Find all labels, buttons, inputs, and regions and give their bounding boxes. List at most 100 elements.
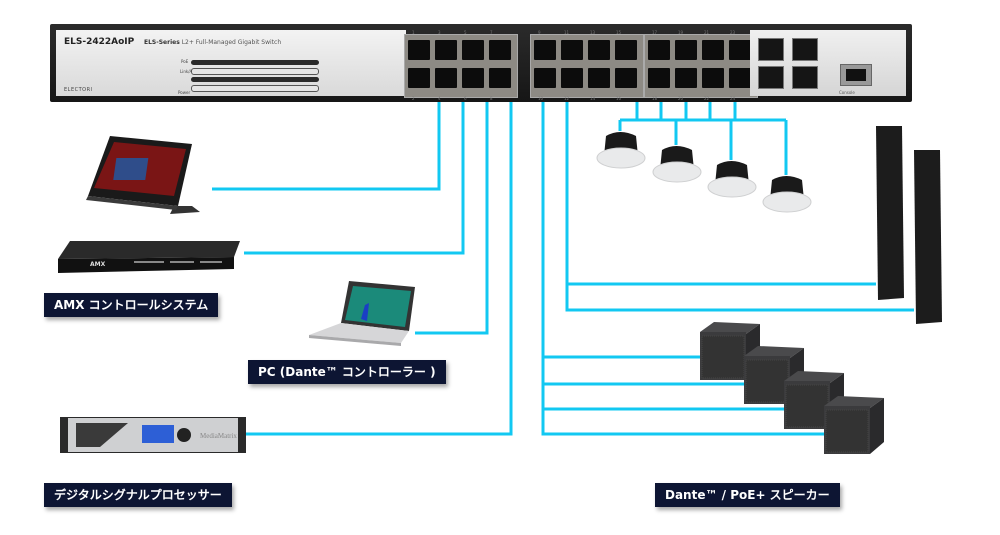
link-led-row (191, 68, 319, 75)
cube-grille (745, 359, 789, 403)
touch-panel-device (86, 136, 200, 214)
laptop-base-edge (309, 335, 401, 346)
port-number: 20 (678, 96, 684, 101)
led-label-poe: PoE (181, 59, 189, 64)
rj45-port (675, 68, 697, 88)
sfp-port (758, 66, 784, 89)
dsp-brand: MediaMatrix (200, 432, 237, 440)
rj45-port (561, 40, 583, 60)
dsp-knob (177, 428, 191, 442)
port-number: 11 (564, 30, 570, 35)
console-port (840, 64, 872, 86)
laptop-screen-peacock (361, 303, 369, 321)
rj45-port (675, 40, 697, 60)
rj45-port (729, 68, 751, 88)
port-number: 23 (730, 30, 736, 35)
cube-top (744, 346, 804, 358)
rj45-port (702, 40, 724, 60)
cable-dsp (246, 102, 513, 436)
port-number: 14 (590, 96, 596, 101)
cube-grille (785, 384, 829, 428)
pc-dante-controller-label: PC (Dante™ コントローラー ) (248, 360, 446, 384)
cable-cube-4 (541, 409, 825, 436)
column-speaker-1 (876, 126, 904, 300)
cube-speaker (744, 346, 804, 404)
switch-front-panel: ELS-2422AoIP ELS-Series L2+ Full-Managed… (56, 30, 406, 96)
ceiling-speaker-grille (596, 147, 646, 169)
rj45-port (561, 68, 583, 88)
rj45-port (462, 68, 484, 88)
port-number: 16 (616, 96, 622, 101)
cube-top (824, 396, 884, 408)
rj45-port (648, 40, 670, 60)
cable-touch-panel (212, 102, 441, 191)
switch-series: ELS-Series L2+ Full-Managed Gigabit Swit… (144, 39, 282, 46)
rj45-port (489, 40, 511, 60)
rj45-port (648, 68, 670, 88)
rj45-port (489, 68, 511, 88)
rj45-port (534, 68, 556, 88)
cable-laptop (415, 102, 489, 335)
port-number: 6 (464, 96, 467, 101)
port-number: 4 (438, 96, 441, 101)
dante-poe-speakers-label: Dante™ / PoE+ スピーカー (655, 483, 840, 507)
amx-control-system-label: AMX コントロールシステム (44, 293, 219, 317)
dsp-grille (76, 423, 128, 447)
controller-io (200, 261, 222, 263)
cube-top (700, 322, 760, 334)
rj45-port (615, 40, 637, 60)
port-number: 1 (412, 30, 415, 35)
port-number: 7 (490, 30, 493, 35)
column-speaker-2 (914, 150, 942, 324)
touch-panel-video (113, 158, 149, 180)
column-speakers (876, 126, 942, 324)
ceiling-speaker-grille (652, 161, 702, 183)
laptop-device (309, 281, 415, 346)
rj45-port (588, 68, 610, 88)
duplex-led-row (191, 77, 319, 82)
led-label-power: Power (178, 90, 191, 95)
cable-amx-controller (244, 102, 465, 255)
switch-model: ELS-2422AoIP (64, 37, 135, 47)
switch-brand: ELECTORI (64, 87, 93, 93)
dsp-device: MediaMatrix (60, 417, 246, 453)
cable-column-lower (565, 284, 914, 312)
status-led-row (191, 85, 319, 92)
network-switch: ELS-2422AoIP ELS-Series L2+ Full-Managed… (50, 24, 912, 102)
laptop-screen (345, 286, 411, 327)
port-number: 17 (652, 30, 658, 35)
rj45-port (534, 40, 556, 60)
amx-logo: AMX (90, 261, 106, 268)
laptop-keyboard-deck (309, 323, 409, 343)
rj45-port (462, 40, 484, 60)
ceiling-speaker (707, 161, 757, 198)
port-number: 15 (616, 30, 622, 35)
port-number: 18 (652, 96, 658, 101)
cube-speaker (784, 371, 844, 429)
ceiling-speaker (762, 176, 812, 213)
cube-grille (701, 335, 745, 379)
port-number: 8 (490, 96, 493, 101)
console-label: Console (839, 90, 855, 95)
rj45-port (615, 68, 637, 88)
ceiling-speaker-grille (707, 176, 757, 198)
controller-front (58, 257, 234, 273)
port-number: 2 (412, 96, 415, 101)
rj45-port (435, 68, 457, 88)
touch-panel-edge (86, 196, 178, 210)
rj45-port (408, 68, 430, 88)
port-number: 3 (438, 30, 441, 35)
amx-controller-device: AMX (58, 241, 240, 273)
port-number: 5 (464, 30, 467, 35)
rj45-port (408, 40, 430, 60)
ceiling-speaker (652, 146, 702, 183)
port-number: 22 (704, 96, 710, 101)
controller-io (170, 261, 194, 263)
poe-led-row (191, 60, 319, 65)
dsp-label: デジタルシグナルプロセッサー (44, 483, 232, 507)
sfp-port (758, 38, 784, 61)
cube-speaker (824, 396, 884, 454)
controller-top (58, 241, 240, 259)
ceiling-speaker-grille (762, 191, 812, 213)
